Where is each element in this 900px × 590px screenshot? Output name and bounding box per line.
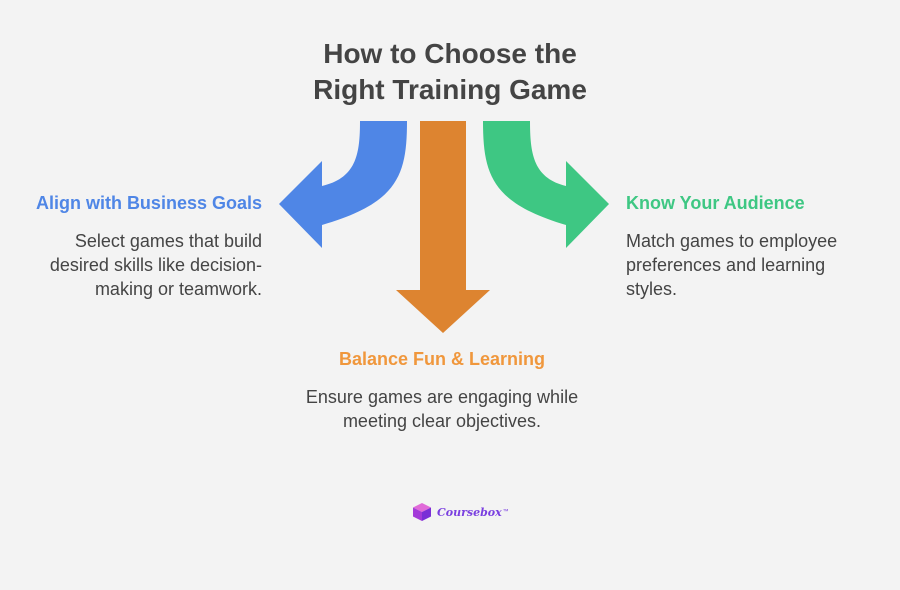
title-line-1: How to Choose the (323, 38, 577, 69)
step-description-know-audience: Match games to employee preferences and … (626, 231, 838, 299)
logo-trademark: ™ (502, 509, 509, 515)
arrow-down-icon (396, 121, 490, 333)
title-line-2: Right Training Game (313, 74, 587, 105)
curved-arrow-right-icon (483, 121, 609, 248)
diagram-title: How to Choose the Right Training Game (250, 36, 650, 108)
step-description-align-goals: Select games that build desired skills l… (49, 231, 262, 299)
step-description-balance-fun: Ensure games are engaging while meeting … (305, 387, 579, 431)
step-heading-align-goals: Align with Business Goals (35, 193, 262, 213)
step-heading-know-audience: Know Your Audience (626, 193, 805, 213)
logo-text: Coursebox (437, 505, 502, 519)
curved-arrow-left-icon (279, 121, 407, 248)
cube-logo-icon (413, 503, 431, 521)
step-heading-balance-fun: Balance Fun & Learning (338, 349, 546, 369)
